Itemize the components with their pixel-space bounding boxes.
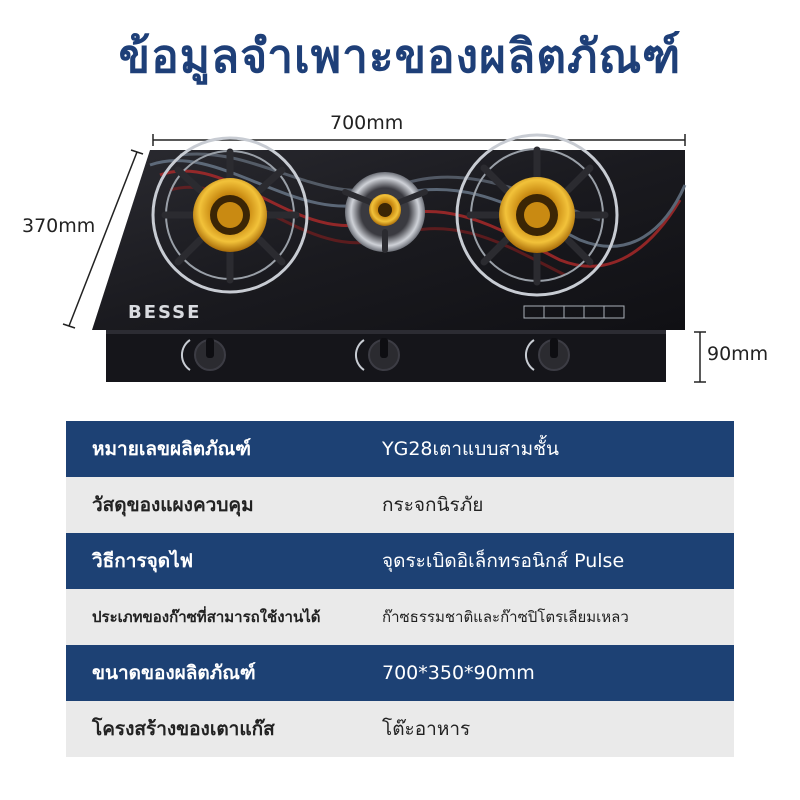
spec-row-structure: โครงสร้างของเตาแก๊ส โต๊ะอาหาร xyxy=(66,701,734,757)
left-burner xyxy=(151,136,309,294)
gas-stove-image: BESSE xyxy=(62,133,706,383)
spec-value: โต๊ะอาหาร xyxy=(382,718,471,740)
spec-value: จุดระเบิดอิเล็กทรอนิกส์ Pulse xyxy=(382,550,625,572)
spec-row-panel-material: วัสดุของแผงควบคุม กระจกนิรภัย xyxy=(66,477,734,533)
spec-table: หมายเลขผลิตภัณฑ์ YG28เตาแบบสามชั้น วัสดุ… xyxy=(66,421,734,757)
height-dimension-label: 90mm xyxy=(707,343,769,365)
spec-label: ขนาดของผลิตภัณฑ์ xyxy=(92,662,256,684)
left-knob xyxy=(181,338,226,371)
control-indicator-panel xyxy=(523,305,625,319)
spec-label: ประเภทของก๊าซที่สามารถใช้งานได้ xyxy=(92,608,321,626)
spec-label: วิธีการจุดไฟ xyxy=(92,550,194,572)
spec-row-gas-type: ประเภทของก๊าซที่สามารถใช้งานได้ ก๊าซธรรม… xyxy=(66,589,734,645)
spec-label: วัสดุของแผงควบคุม xyxy=(92,494,254,516)
spec-label: โครงสร้างของเตาแก๊ส xyxy=(92,718,275,740)
brand-logo: BESSE xyxy=(128,302,201,323)
spec-label: หมายเลขผลิตภัณฑ์ xyxy=(92,438,252,460)
spec-row-model: หมายเลขผลิตภัณฑ์ YG28เตาแบบสามชั้น xyxy=(66,421,734,477)
right-knob xyxy=(525,338,570,371)
spec-value: ก๊าซธรรมชาติและก๊าซปิโตรเลียมเหลว xyxy=(382,608,629,626)
spec-value: 700*350*90mm xyxy=(382,662,535,684)
depth-dimension-label: 370mm xyxy=(22,215,96,237)
width-dimension-label: 700mm xyxy=(330,112,404,134)
page-title: ข้อมูลจำเพาะของผลิตภัณฑ์ xyxy=(118,29,682,83)
spec-value: YG28เตาแบบสามชั้น xyxy=(382,438,560,460)
spec-row-ignition: วิธีการจุดไฟ จุดระเบิดอิเล็กทรอนิกส์ Pul… xyxy=(66,533,734,589)
center-burner xyxy=(342,172,428,253)
right-burner xyxy=(455,133,619,297)
spec-row-size: ขนาดของผลิตภัณฑ์ 700*350*90mm xyxy=(66,645,734,701)
control-knobs xyxy=(181,338,570,371)
spec-value: กระจกนิรภัย xyxy=(382,494,484,516)
center-knob xyxy=(355,338,400,371)
